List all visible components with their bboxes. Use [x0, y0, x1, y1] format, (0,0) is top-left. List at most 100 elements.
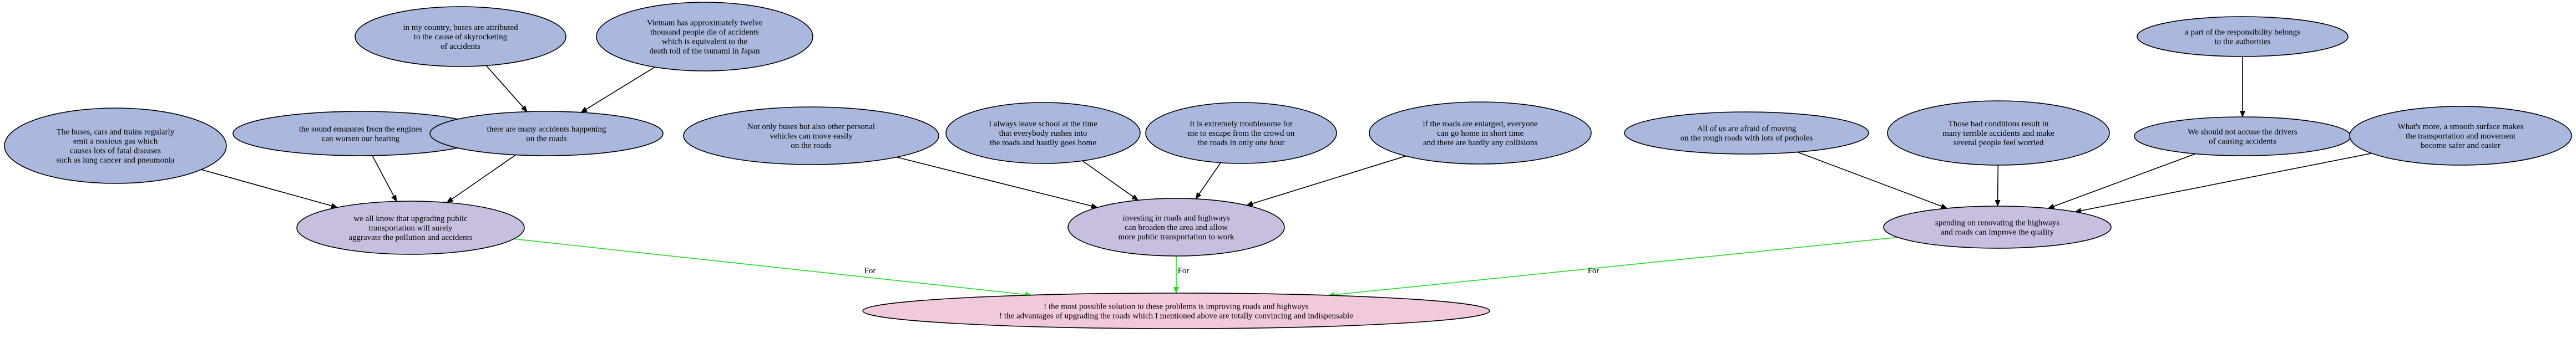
premise-node-p14-text-line: the transportation and movement — [2406, 132, 2516, 141]
premise-node-p3-text-line: on the roads — [526, 135, 566, 144]
for-edge-label-c1: For — [864, 267, 876, 275]
premise-node-p5-text-line: thousand people die of accidents — [650, 28, 759, 37]
premise-node-p13-text-line: a part of the responsibility belongs — [2185, 28, 2300, 37]
claim-node-c3-shape — [1883, 206, 2112, 249]
premise-node-p9-shape — [1369, 101, 1592, 165]
premise-node-p11-text-line: many terrible accidents and make — [1942, 129, 2054, 138]
premise-node-p13-text-line: to the authorities — [2215, 38, 2271, 47]
premise-node-p6-text-line: on the roads — [791, 141, 831, 150]
for-edge-label-c3: For — [1588, 267, 1600, 275]
for-edge-c3 — [1328, 237, 1898, 298]
support-edge-p4-p3 — [485, 65, 528, 112]
premise-node-p14-text-line: What's more, a smooth surface makes — [2398, 122, 2524, 131]
premise-node-p12-text-line: We should not accuse the drivers — [2188, 128, 2297, 137]
premise-node-p7-text-line: that everybody rushes into — [999, 129, 1087, 138]
premise-node-p9-text-line: can go home in short time — [1437, 129, 1524, 138]
premise-node-p14-text-line: become safer and easier — [2421, 141, 2501, 150]
premise-node-p6: Not only buses but also other personalve… — [683, 106, 939, 165]
premise-node-p3-text-line: there are many accidents happening — [487, 125, 606, 134]
for-edge-c1 — [513, 238, 1032, 298]
claim-node-c2-text-line: investing in roads and highways — [1122, 214, 1229, 223]
premise-node-p10-text-line: on the rough roads with lots of potholes — [1681, 134, 1813, 143]
premise-node-p8-shape — [1145, 102, 1337, 164]
claim-node-c1-text-line: aggravate the pollution and accidents — [348, 233, 472, 242]
conclusion-node-text-line: ! the most possible solution to these pr… — [1044, 303, 1309, 311]
premise-node-p4-text-line: of accidents — [441, 42, 480, 51]
claim-node-c1: we all know that upgrading publictranspo… — [296, 201, 525, 255]
support-edge-p14-c3 — [2074, 152, 2372, 214]
for-edge-label-c2: For — [1178, 267, 1190, 275]
premise-node-p5-text-line: Vietnam has approximately twelve — [647, 19, 763, 28]
premise-node-p5-shape — [596, 2, 813, 71]
premise-node-p2-text-line: can worsen our hearing — [322, 135, 400, 144]
premise-node-p1-text-line: The buses, cars and trains regularly — [57, 128, 175, 137]
premise-node-p1-text-line: emit a noxious gas which — [73, 137, 158, 146]
support-edge-p12-c3 — [2047, 153, 2196, 209]
premise-node-p1-shape — [4, 107, 227, 184]
premise-node-p4-shape — [355, 6, 566, 67]
premise-node-p10-shape — [1624, 111, 1869, 155]
claim-node-c1-text-line: we all know that upgrading public — [353, 214, 468, 223]
claim-node-c2-shape — [1067, 198, 1285, 257]
premise-node-p12-text-line: of causing accidents — [2209, 137, 2276, 146]
premise-node-p8-text-line: the roads in only one hour — [1197, 139, 1284, 147]
premise-node-p8-text-line: It is extremely troublesome for — [1190, 120, 1293, 129]
premise-node-p2-text-line: the sound emanates from the engines — [299, 125, 422, 134]
premise-node-p5-text-line: death toll of the tsunami in Japan — [649, 47, 760, 56]
premise-node-p6-text-line: Not only buses but also other personal — [747, 122, 875, 131]
premise-node-p1-text-line: causes lots of fatal diseases — [70, 147, 161, 156]
conclusion-node: ! the most possible solution to these pr… — [862, 293, 1490, 329]
premise-node-p14-shape — [2349, 106, 2572, 166]
premise-node-p1: The buses, cars and trains regularlyemit… — [4, 107, 227, 184]
premise-node-p9-text-line: and there are hardly any collisions — [1423, 139, 1537, 147]
support-edge-p3-c1 — [446, 154, 516, 203]
claim-node-c3-text-line: and roads can improve the quality — [1941, 228, 2054, 237]
premise-node-p4-text-line: to the cause of skyrocketing — [414, 33, 508, 42]
premise-node-p11-text-line: several people feel worried — [1953, 139, 2044, 147]
premise-node-p1-text-line: such as lung cancer and pneumonia — [57, 156, 175, 165]
support-edge-p6-c2 — [896, 156, 1098, 209]
premise-node-p7-shape — [945, 102, 1141, 164]
premise-node-p10-text-line: All of us are afraid of moving — [1697, 125, 1796, 134]
claim-node-c2-text-line: can broaden the area and allow — [1125, 223, 1228, 232]
premise-node-p11-text-line: Those bad conditions result in — [1949, 120, 2049, 129]
support-edge-p10-c3 — [1797, 151, 1948, 209]
support-edge-p5-p3 — [580, 66, 655, 113]
support-edge-p8-c2 — [1195, 162, 1221, 199]
premise-node-p13-shape — [2137, 16, 2349, 57]
conclusion-node-shape — [862, 293, 1490, 329]
support-edge-p9-c2 — [1246, 155, 1406, 207]
premise-node-p7-text-line: I always leave school at the time — [989, 120, 1097, 129]
premise-node-p3-shape — [429, 111, 664, 156]
support-edge-p1-c1 — [201, 169, 338, 209]
premise-node-p7-text-line: the roads and hastily goes home — [990, 139, 1096, 147]
claim-node-c1-shape — [296, 201, 525, 255]
premise-node-p9-text-line: if the roads are enlarged, everyone — [1423, 120, 1537, 129]
premise-node-p8-text-line: me to escape from the crowd on — [1188, 129, 1295, 138]
conclusion-node-text-line: ! the advantages of upgrading the roads … — [999, 312, 1353, 321]
edges-layer: For For For — [201, 57, 2372, 298]
premise-node-p11-shape — [1887, 100, 2110, 166]
premise-node-p6-shape — [683, 106, 939, 165]
support-edge-p11-c3 — [1995, 165, 2001, 207]
support-edge-p7-c2 — [1082, 160, 1139, 201]
claim-node-c2-text-line: more public transportation to work — [1118, 233, 1234, 242]
premise-node-p4-text-line: in my country, buses are attributed — [403, 23, 518, 32]
support-edge-p2-c1 — [372, 155, 397, 202]
premise-node-p6-text-line: vehicles can move easily — [770, 132, 853, 141]
claim-node-c1-text-line: transportation will surely — [369, 224, 453, 233]
